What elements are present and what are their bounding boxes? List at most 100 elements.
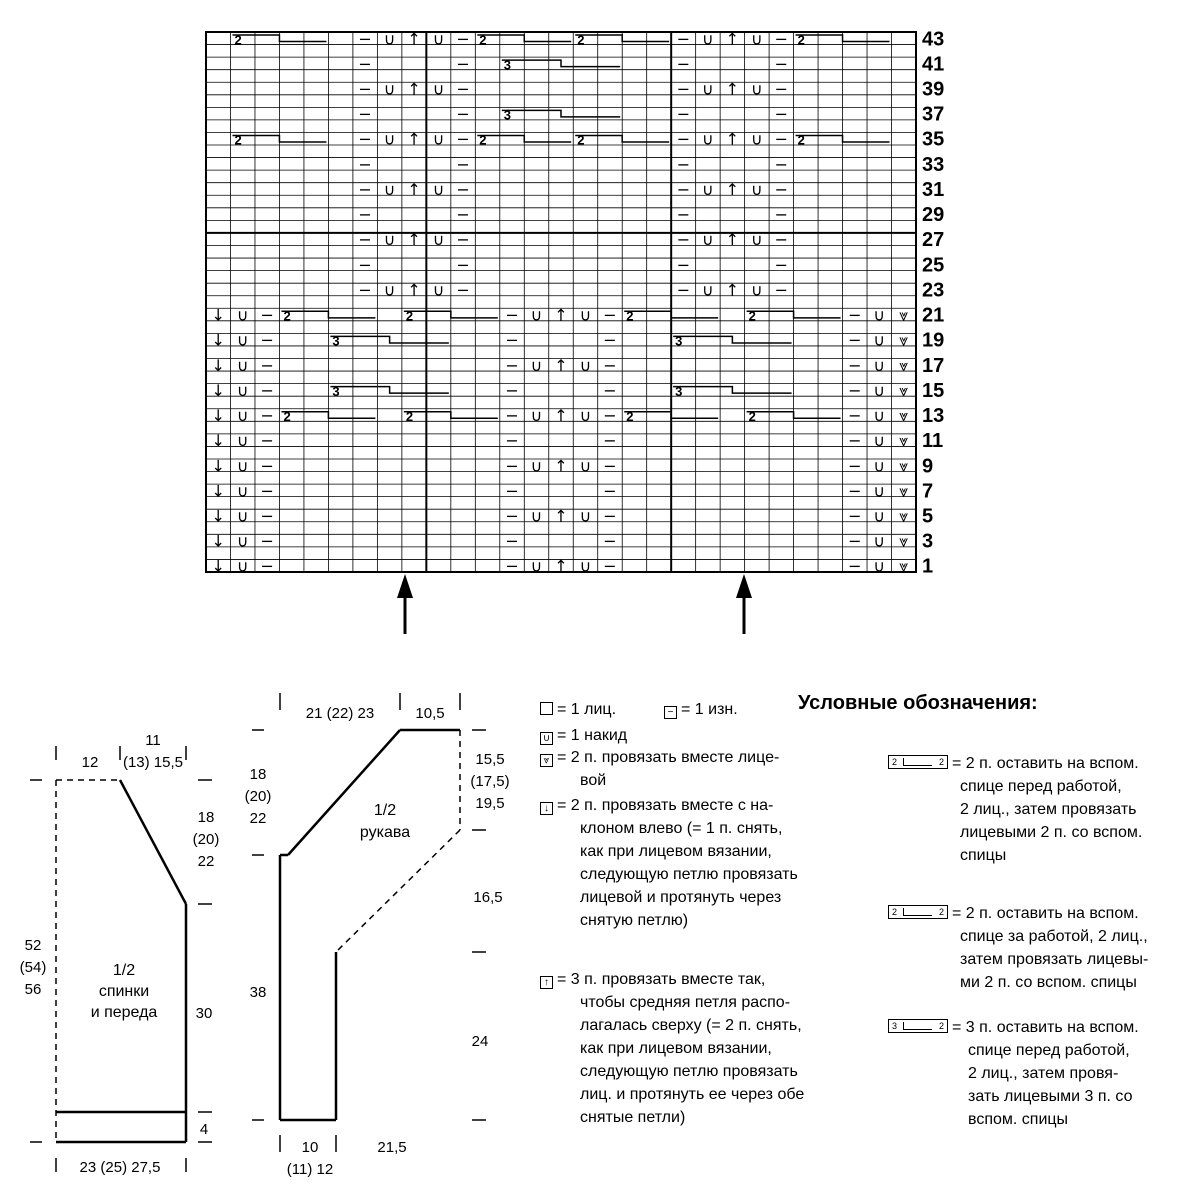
purl-icon: − <box>775 130 788 149</box>
legend-ssk-3: как при лицевом вязании, <box>580 843 772 860</box>
purl-icon: − <box>505 406 518 425</box>
purl-icon: − <box>677 80 690 99</box>
yarn-over-icon: ∪ <box>873 306 885 325</box>
purl-icon: − <box>775 105 788 124</box>
purl-icon: − <box>505 532 518 551</box>
cable-2-front-icon-num: 2 <box>626 309 633 324</box>
sleeve-bottom-2: (11) 12 <box>287 1161 333 1178</box>
cable-icon-line <box>903 908 932 916</box>
legend: Условные обозначения: = 1 лиц. −= 1 изн.… <box>540 690 1190 1190</box>
center-decrease-icon: ↑ <box>554 506 567 525</box>
purl-icon: − <box>603 406 616 425</box>
yarn-over-icon: ∪ <box>751 130 763 149</box>
purl-icon: − <box>358 80 371 99</box>
purl-icon: − <box>603 481 616 500</box>
yarn-over-icon: ∪ <box>433 80 445 99</box>
purl-icon: − <box>456 155 469 174</box>
legend-c2f-4: лицевыми 2 п. со вспом. <box>960 824 1143 841</box>
yarn-over-icon: ∪ <box>237 481 249 500</box>
left-decrease-icon: ↓ <box>212 381 225 400</box>
row-number-27: 27 <box>922 229 944 251</box>
body-neck-width-2: (13) 15,5 <box>123 754 183 771</box>
sleeve-right-low: 24 <box>472 1033 489 1050</box>
purl-icon: − <box>664 706 677 719</box>
left-decrease-icon: ↓ <box>212 331 225 350</box>
yarn-over-icon: ∪ <box>580 406 592 425</box>
cable-2-back-icon <box>403 410 498 420</box>
yarn-over-icon: ∪ <box>751 29 763 48</box>
purl-icon: − <box>848 406 861 425</box>
yarn-over-icon: ∪ <box>873 381 885 400</box>
stitch-chart-grid <box>205 31 917 573</box>
sleeve-label-2: рукава <box>360 824 410 841</box>
legend-title: Условные обозначения: <box>798 692 1038 714</box>
cable-2-back-icon-num: 2 <box>798 32 805 47</box>
legend-c3f-1: = 3 п. оставить на вспом. <box>952 1019 1139 1036</box>
yarn-over-icon: ∪ <box>873 406 885 425</box>
yarn-over-icon: ∪ <box>384 80 396 99</box>
cable-3-front-icon-num: 3 <box>504 108 511 123</box>
repeat-arrowhead-left <box>397 574 413 598</box>
yarn-over-icon: ∪ <box>237 532 249 551</box>
yarn-over-icon: ∪ <box>237 356 249 375</box>
sleeve-schematic-labels: 1/2 рукава 21 (22) 23 10,5 18 (20) 22 38… <box>245 705 510 1178</box>
sleeve-bottom-right: 21,5 <box>377 1139 406 1156</box>
yarn-over-icon: ∪ <box>384 280 396 299</box>
right-decrease-icon: ⩔ <box>899 381 908 400</box>
yarn-over-icon: ∪ <box>540 732 553 745</box>
right-decrease-icon: ⩔ <box>540 754 553 767</box>
row-number-9: 9 <box>922 455 933 477</box>
legend-cdd-6: лиц. и протянуть ее через обе <box>580 1086 805 1103</box>
sleeve-right-top-3: 19,5 <box>475 795 504 812</box>
purl-icon: − <box>505 557 518 576</box>
cable-2-back-icon-num: 2 <box>798 133 805 148</box>
center-decrease-icon: ↑ <box>554 306 567 325</box>
left-decrease-icon: ↓ <box>212 456 225 475</box>
body-neck-depth-1: 18 <box>198 809 215 826</box>
purl-icon: − <box>848 431 861 450</box>
sleeve-left-upper-3: 22 <box>250 810 267 827</box>
cable-2-back-icon <box>795 134 890 143</box>
left-decrease-icon: ↓ <box>212 557 225 576</box>
yarn-over-icon: ∪ <box>531 406 543 425</box>
purl-icon: − <box>358 205 371 224</box>
legend-c3f-2: спице перед работой, <box>968 1042 1130 1059</box>
purl-icon: − <box>261 406 274 425</box>
cable-3-front-icon-num: 3 <box>332 384 339 399</box>
yarn-over-icon: ∪ <box>702 180 714 199</box>
purl-icon: − <box>603 456 616 475</box>
yarn-over-icon: ∪ <box>702 230 714 249</box>
legend-cdd-4: как при лицевом вязании, <box>580 1040 772 1057</box>
cable-3-front-icon-num: 3 <box>504 57 511 72</box>
right-decrease-icon: ⩔ <box>899 356 908 375</box>
cable-2-front-icon-num: 2 <box>626 409 633 424</box>
legend-c2f-3: 2 лиц., затем провязать <box>960 801 1137 818</box>
purl-icon: − <box>358 280 371 299</box>
center-decrease-icon: ↑ <box>726 80 739 99</box>
yarn-over-icon: ∪ <box>702 280 714 299</box>
cable-2-back-icon-num: 2 <box>749 309 756 324</box>
purl-icon: − <box>775 205 788 224</box>
purl-icon: − <box>677 205 690 224</box>
right-decrease-icon: ⩔ <box>899 431 908 450</box>
yarn-over-icon: ∪ <box>531 356 543 375</box>
row-number-35: 35 <box>922 129 944 151</box>
legend-c3f-5: вспом. спицы <box>968 1111 1069 1128</box>
purl-icon: − <box>603 306 616 325</box>
center-decrease-icon: ↑ <box>407 230 420 249</box>
purl-icon: − <box>261 381 274 400</box>
purl-icon: − <box>603 381 616 400</box>
yarn-over-icon: ∪ <box>580 506 592 525</box>
row-number-41: 41 <box>922 53 944 75</box>
cable-2-back-icon <box>746 310 841 319</box>
purl-icon: − <box>775 230 788 249</box>
purl-icon: − <box>848 306 861 325</box>
body-height-1: 52 <box>25 937 42 954</box>
cable-3-front-icon-num: 3 <box>675 384 682 399</box>
cable-3-front-icon <box>330 385 449 394</box>
purl-icon: − <box>358 54 371 73</box>
body-bottom-width: 23 (25) 27,5 <box>80 1159 161 1176</box>
cable-3-front-icon <box>501 59 621 68</box>
sleeve-right-top-1: 15,5 <box>475 751 504 768</box>
